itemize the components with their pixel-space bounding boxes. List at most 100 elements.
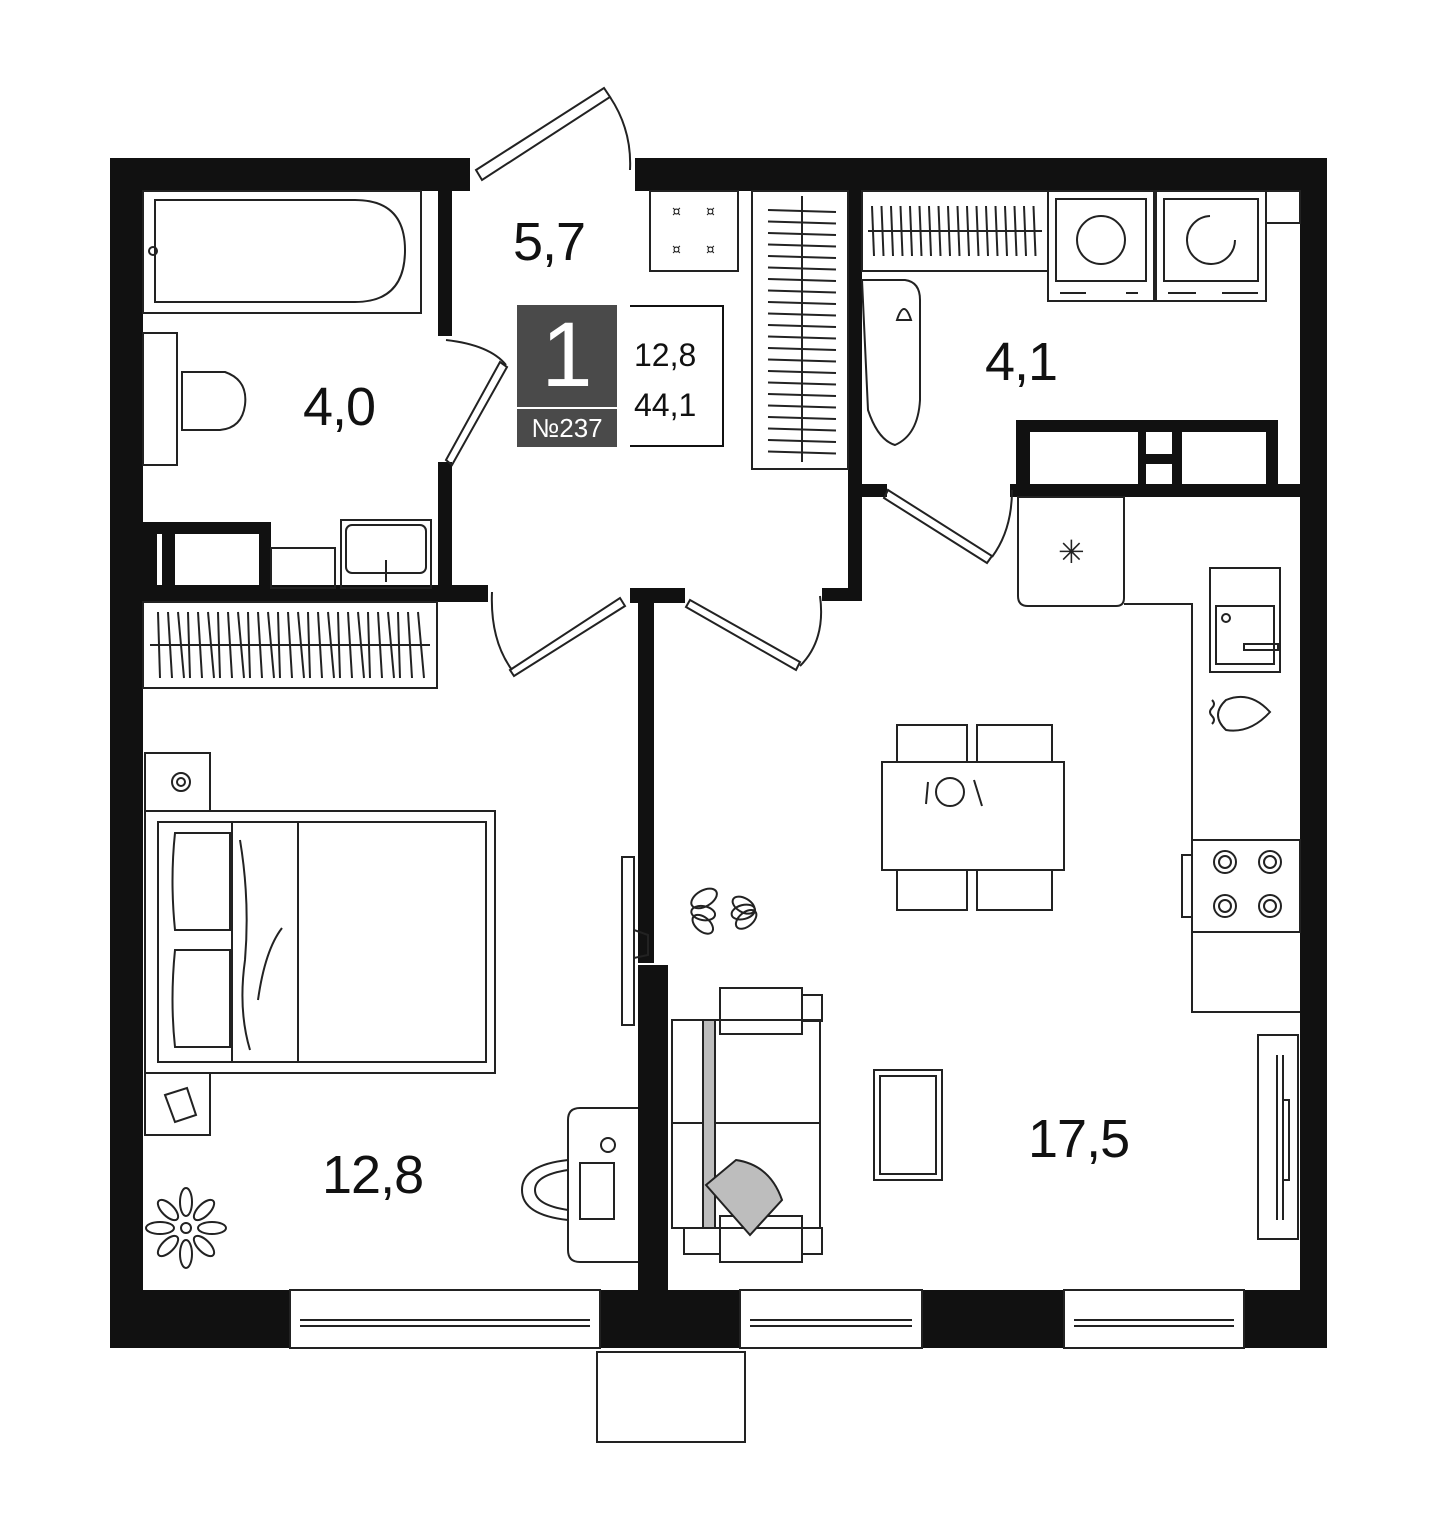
hanger-mark [1004,205,1008,257]
hanger-mark [767,209,837,213]
room-count-badge: 1 №237 [517,305,617,447]
hanger-mark [966,205,970,257]
hanger-mark [1013,205,1018,257]
hanger-mark [909,205,913,257]
hanger-mark [871,205,875,257]
svg-text:✳: ✳ [1058,533,1085,571]
hanger-mark [207,611,215,679]
svg-text:¤: ¤ [672,204,681,220]
ironing-board-icon [860,279,921,447]
hanger-mark [767,324,837,328]
hanger-mark [767,370,837,374]
laundry-shelf-icon [861,190,1049,272]
hanger-mark [985,205,989,257]
room-count: 1 [541,304,593,406]
hanger-mark [287,611,293,679]
hanger-mark [767,335,837,340]
plant-icon [145,1187,227,1269]
hanger-mark [367,611,371,679]
living-area: 12,8 [634,337,697,373]
wall-cutouts [1030,432,1266,484]
dryer-icon [1155,190,1301,302]
kitchen-sink-icon [1209,567,1281,732]
living-kitchen-area: 17,5 [1028,1109,1130,1169]
hanger-mark [277,611,281,679]
hanger-mark [767,266,837,271]
svg-text:¤: ¤ [706,204,715,220]
hanger-mark [307,611,311,679]
dining-table-icon [881,724,1065,911]
hanger-mark [377,611,383,679]
hanger-mark [347,611,353,679]
fridge-icon: ✳ [1017,496,1300,1013]
hanger-mark [317,611,323,679]
hanger-mark [767,393,837,397]
hanger-mark [899,205,904,257]
hanger-mark [237,611,245,679]
hanger-mark [767,232,837,236]
sofa-icon [671,987,943,1263]
hanger-mark [767,278,837,282]
hanger-mark [397,611,401,679]
hanger-mark [767,416,837,420]
sink-icon [270,519,432,589]
hanger-mark [947,205,951,257]
hanger-mark [247,611,251,679]
hanger-mark [767,220,837,225]
hanger-mark [297,611,305,679]
bedroom-wardrobe-icon [142,601,438,689]
stove-icon [1181,839,1301,933]
hanger-mark [767,289,837,294]
toilet-icon [142,332,247,466]
hanger-mark [767,439,837,443]
hanger-mark [1023,205,1027,257]
plant-icon [690,887,758,935]
hanger-mark [187,611,191,679]
hanger-mark [767,358,837,363]
hanger-mark [1032,205,1037,257]
hanger-mark [975,205,980,257]
hanger-mark [767,255,837,259]
svg-text:¤: ¤ [672,242,681,258]
hanger-mark [227,611,233,679]
hanger-mark [767,243,837,248]
hanger-mark [197,611,203,679]
svg-text:¤: ¤ [706,242,715,258]
hanger-mark [890,205,894,257]
hanger-mark [387,611,395,679]
laundry-area: 4,1 [985,332,1058,392]
desk-icon [520,1107,638,1263]
hanger-mark [767,301,837,305]
bed-icon [144,752,496,1136]
shoe-cabinet-icon: ¤ ¤ ¤ ¤ [649,190,739,272]
hanger-mark [937,205,942,257]
hanger-mark [956,205,961,257]
hall-area: 5,7 [513,212,586,272]
hanger-mark [157,611,161,679]
windows [289,1289,1245,1443]
tv-icon [621,856,649,1026]
hall-wardrobe-icon [751,190,849,470]
total-area: 44,1 [634,387,697,423]
hanger-mark [217,611,221,679]
area-summary: 12,8 44,1 [630,305,724,447]
hanger-mark [407,611,413,679]
hanger-mark [257,611,263,679]
hanger-mark [928,205,932,257]
bathtub-icon [142,190,422,314]
hanger-mark [417,611,425,679]
hanger-mark [767,347,837,351]
hanger-mark [994,205,999,257]
washer-icon [1047,190,1155,302]
hanger-mark [267,611,275,679]
hanger-mark [767,404,837,409]
hanger-mark [167,611,173,679]
hanger-mark [767,312,837,317]
wall-unit-icon [1257,1034,1299,1240]
apartment-number: №237 [517,407,617,447]
hanger-mark [357,611,365,679]
hanger-mark [337,611,341,679]
bedroom-area: 12,8 [322,1145,424,1205]
hanger-mark [767,381,837,386]
hanger-mark [327,611,335,679]
